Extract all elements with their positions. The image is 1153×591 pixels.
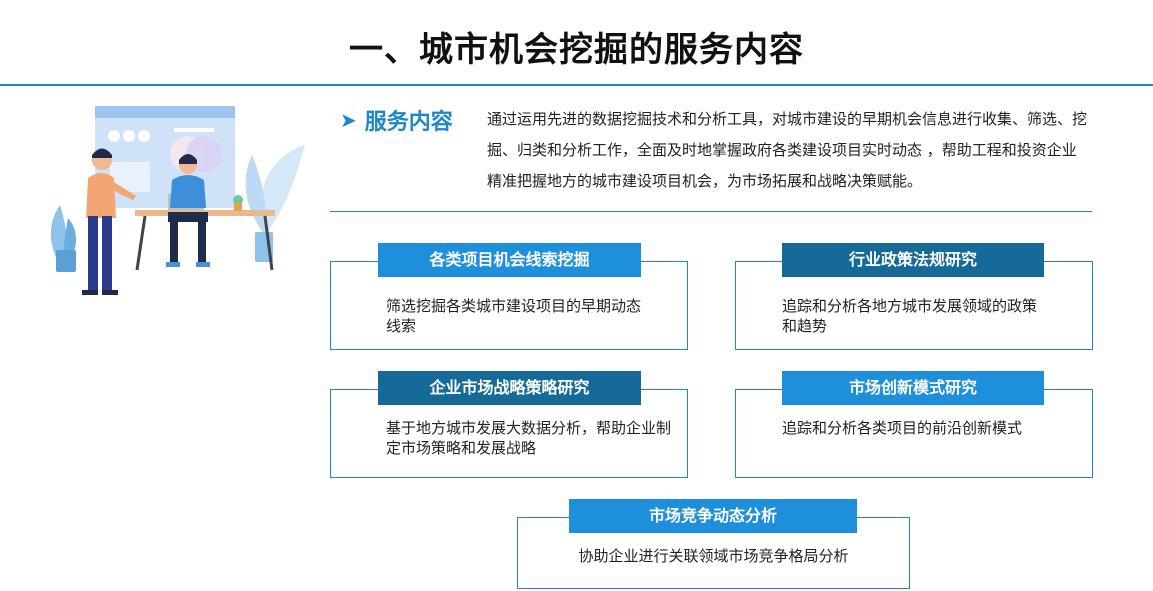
card-text: 追踪和分析各地方城市发展领域的政策和趋势 <box>782 297 1038 335</box>
office-illustration-icon <box>50 106 305 295</box>
title-divider <box>0 84 1153 86</box>
card-title: 行业政策法规研究 <box>782 243 1044 277</box>
service-heading: ➤ 服务内容 <box>340 104 453 136</box>
service-heading-label: 服务内容 <box>364 110 453 135</box>
card-title: 市场创新模式研究 <box>782 371 1044 405</box>
card-title: 市场竞争动态分析 <box>569 499 857 533</box>
section-divider <box>330 211 1092 212</box>
card-text: 协助企业进行关联领域市场竞争格局分析 <box>578 547 849 565</box>
card-title: 企业市场战略策略研究 <box>378 371 641 405</box>
card-text: 筛选挖掘各类城市建设项目的早期动态线索 <box>386 297 642 335</box>
chevron-right-icon: ➤ <box>340 108 357 132</box>
card-text: 基于地方城市发展大数据分析，帮助企业制定市场策略和发展战略 <box>386 419 672 457</box>
page-title: 一、城市机会挖掘的服务内容 <box>349 30 804 70</box>
service-description: 通过运用先进的数据挖掘技术和分析工具，对城市建设的早期机会信息进行收集、筛选、挖… <box>487 110 1088 190</box>
card-text: 追踪和分析各类项目的前沿创新模式 <box>782 419 1023 437</box>
card-title: 各类项目机会线索挖掘 <box>378 243 641 277</box>
